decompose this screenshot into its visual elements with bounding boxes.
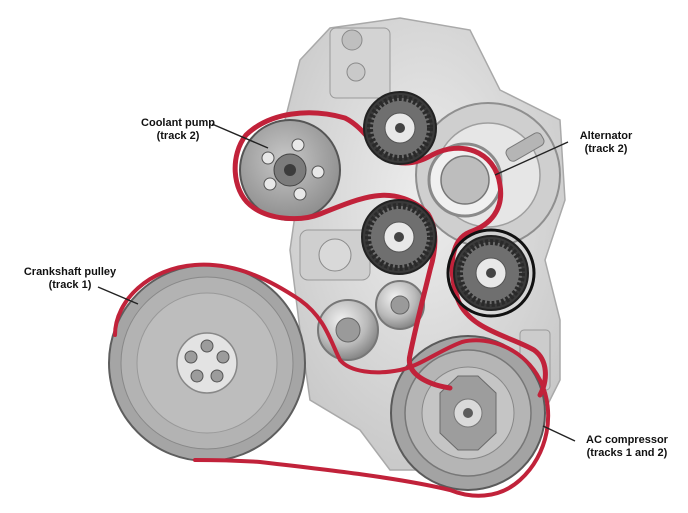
tensioner-pulley (446, 228, 536, 318)
leader-lines (97, 123, 576, 442)
label-alternator-name: Alternator (579, 130, 633, 142)
upper-idler-pulley (363, 91, 437, 165)
leader-coolant (211, 123, 269, 149)
crankshaft-pulley (108, 264, 306, 462)
label-crankshaft-track: (track 1) (48, 279, 92, 291)
alternator (415, 102, 561, 248)
label-ac-compressor-track: (tracks 1 and 2) (586, 447, 668, 459)
belt-track-2 (232, 110, 548, 398)
middle-idler-pulley (361, 199, 437, 275)
leader-alternator (494, 141, 569, 176)
label-crankshaft-pulley: Crankshaft pulley (track 1) (10, 266, 130, 292)
label-coolant-pump-track: (track 2) (156, 130, 200, 142)
label-ac-compressor: AC compressor (tracks 1 and 2) (572, 434, 682, 460)
label-alternator-track: (track 2) (584, 143, 628, 155)
leader-crankshaft (97, 286, 139, 305)
ac-compressor-pulley (390, 335, 546, 491)
label-crankshaft-name: Crankshaft pulley (23, 266, 117, 278)
label-coolant-pump-name: Coolant pump (141, 117, 215, 129)
label-alternator: Alternator (track 2) (566, 130, 646, 156)
coolant-pump-pulley (239, 119, 341, 221)
belt-track-1 (113, 262, 551, 498)
label-ac-compressor-name: AC compressor (586, 434, 668, 446)
label-coolant-pump: Coolant pump (track 2) (128, 117, 228, 143)
leader-ac (542, 425, 576, 442)
drive-belt (113, 110, 551, 498)
